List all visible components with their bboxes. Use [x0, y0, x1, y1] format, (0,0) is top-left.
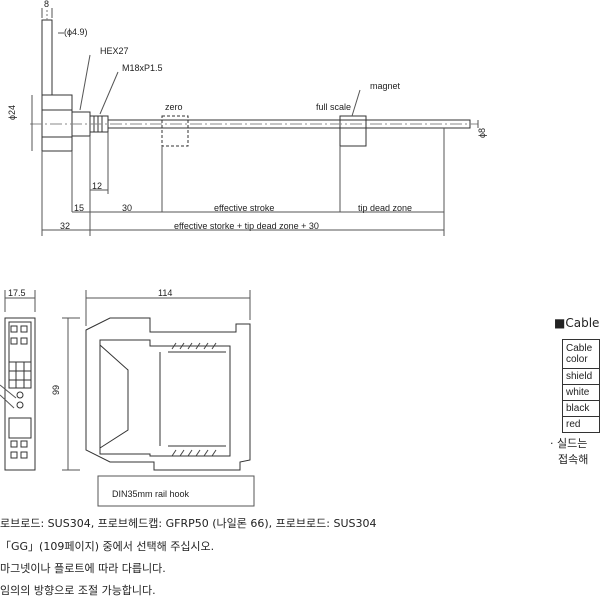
cable-section-title: ■Cable — [554, 316, 600, 330]
footnote-4: 임의의 방향으로 조절 가능합니다. — [0, 584, 156, 597]
magnet-body — [339, 115, 367, 147]
dim-15: 15 — [74, 203, 85, 213]
footnote-3: 마그넷이나 플로트에 따라 다릅니다. — [0, 562, 166, 575]
cable-row: shield — [562, 368, 600, 385]
dim-99: 99 — [51, 384, 61, 395]
footnote-1: 로브로드: SUS304, 프로브헤드캡: GFRP50 (나일론 66), 프… — [0, 517, 377, 530]
side-note-2: 접속해 — [558, 453, 589, 466]
dim-8: 8 — [44, 0, 50, 9]
label-tip-dead-zone: tip dead zone — [358, 203, 413, 213]
square-bullet-icon: ■ — [554, 316, 566, 330]
dim-114: 114 — [158, 288, 173, 298]
label-din-rail: DIN35mm rail hook — [112, 489, 190, 499]
cable-row: white — [562, 384, 600, 401]
footnote-2: 「GG」(109페이지) 중에서 선택해 주십시오. — [0, 540, 215, 553]
cable-row: red — [562, 416, 600, 433]
cable-table: Cable color shield white black red — [562, 339, 600, 433]
dim-30: 30 — [122, 203, 133, 213]
dim-thread: M18xP1.5 — [122, 63, 163, 73]
dim-17-5: 17.5 — [8, 288, 26, 298]
cable-row: black — [562, 400, 600, 417]
label-magnet: magnet — [370, 81, 401, 91]
label-full-scale: full scale — [316, 102, 352, 112]
cable-header: Cable color — [562, 339, 600, 369]
module-front — [4, 317, 36, 471]
hex-head — [41, 94, 73, 152]
dim-phi24: ϕ24 — [7, 104, 17, 120]
dim-phi8: ϕ8 — [477, 127, 487, 138]
zero-marker — [161, 115, 189, 147]
dim-32: 32 — [60, 221, 71, 231]
label-effective-stroke: effective stroke — [214, 203, 275, 213]
dim-hex: HEX27 — [100, 46, 129, 56]
module-side — [62, 290, 255, 507]
side-note-1: · 실드는 — [550, 437, 588, 450]
label-zero: zero — [165, 102, 183, 112]
dim-12: 12 — [92, 181, 103, 191]
label-total-length: effective storke + tip dead zone + 30 — [174, 221, 319, 231]
probe-cable — [41, 19, 53, 96]
dim-phi49: (ϕ4.9) — [64, 27, 88, 37]
